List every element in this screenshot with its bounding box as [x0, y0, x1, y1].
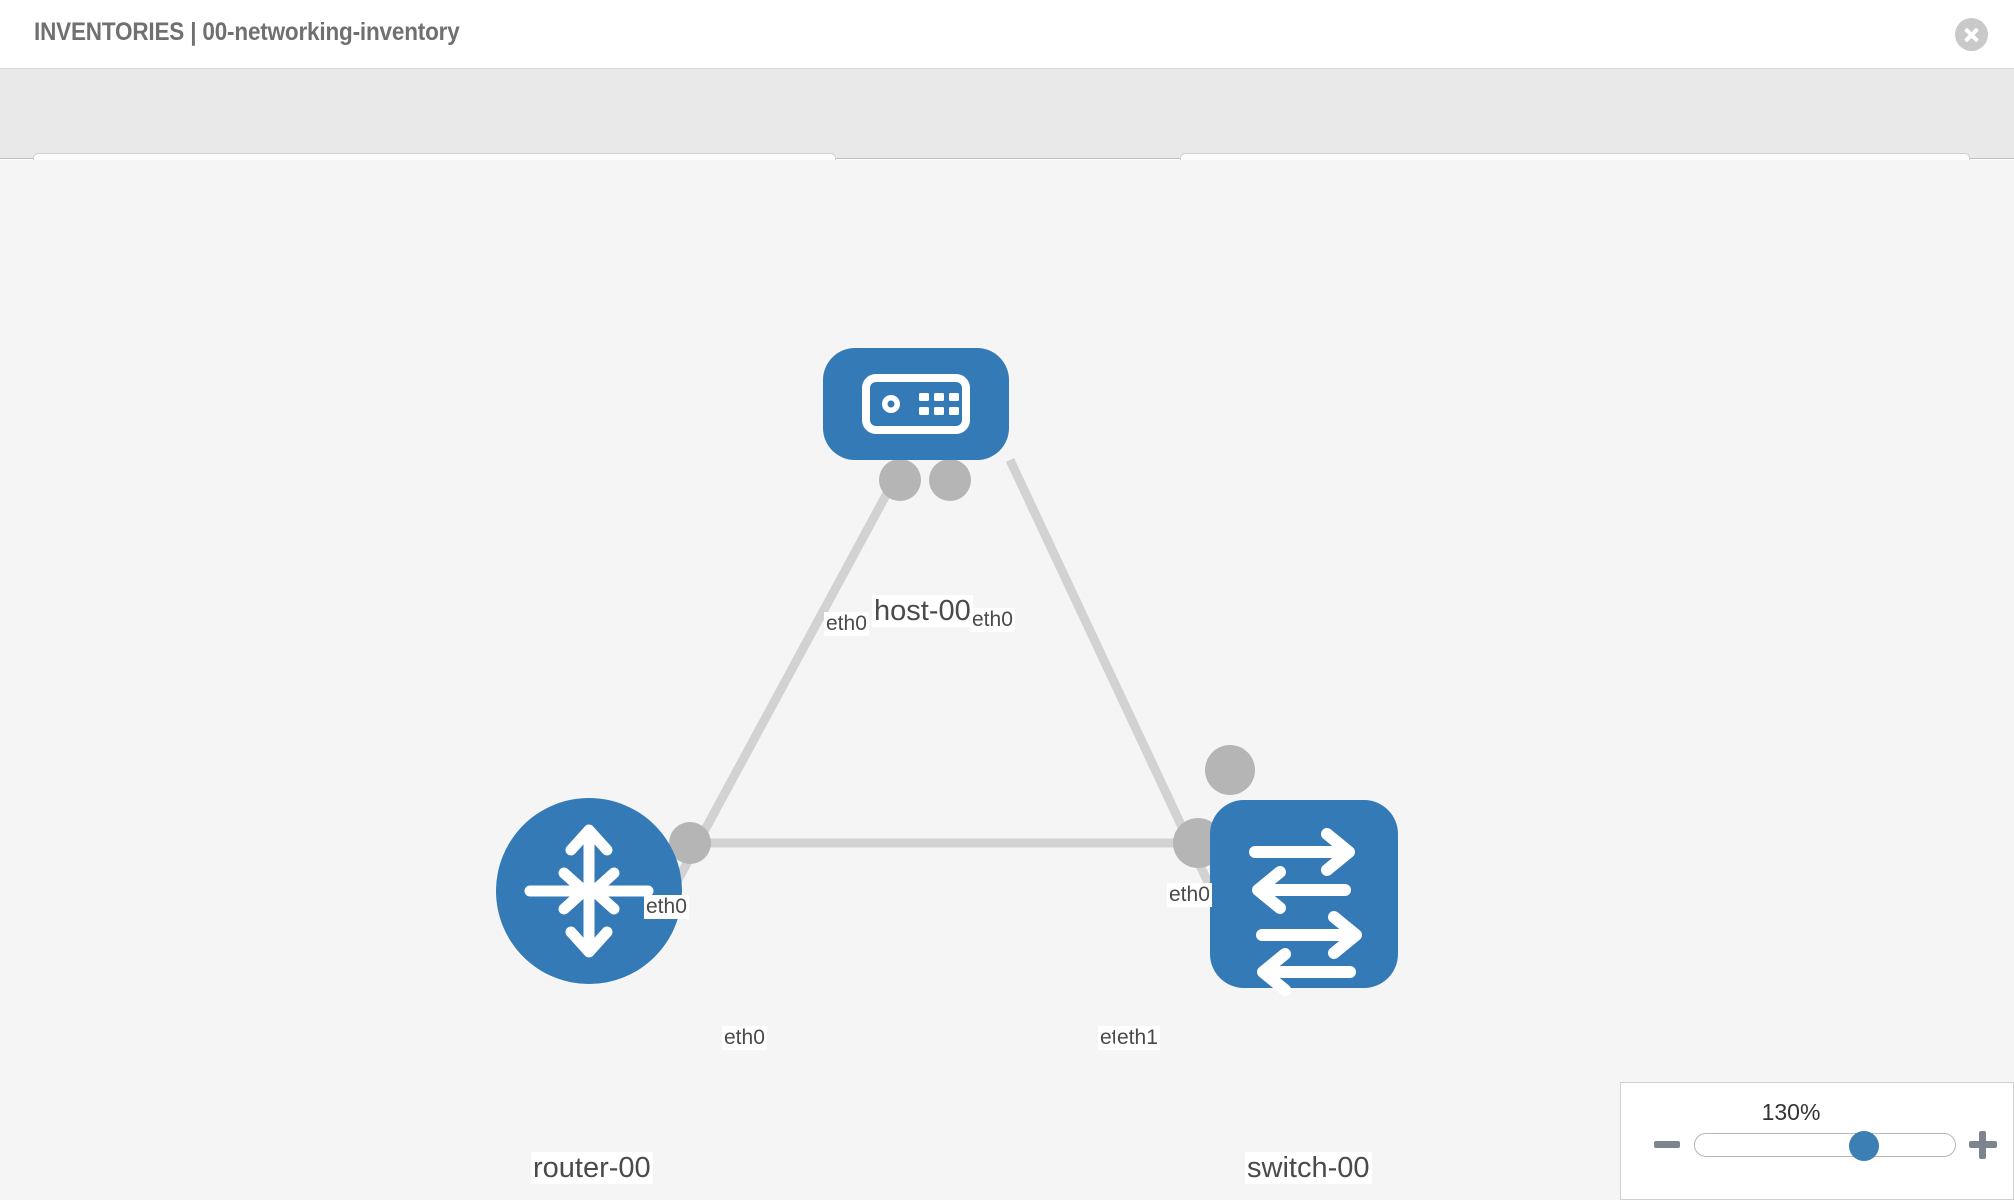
- page-title: INVENTORIES | 00-networking-inventory: [34, 18, 460, 46]
- interface-label: eth0: [644, 895, 689, 920]
- interface-label: eth1: [1115, 1026, 1160, 1051]
- topology-toolbar: ACTIONS SEARCH: [0, 69, 2014, 209]
- zoom-level-value: 130%: [1761, 1099, 1821, 1125]
- zoom-control-panel: 130%: [1620, 1082, 2014, 1200]
- server-icon: [862, 374, 970, 434]
- zoom-slider-thumb[interactable]: [1849, 1131, 1879, 1161]
- link-host-switch: [1005, 458, 1240, 942]
- switch-arrows-icon: [1249, 828, 1362, 996]
- interface-label: eth0: [824, 612, 869, 637]
- zoom-slider-track[interactable]: [1694, 1133, 1956, 1157]
- node-name-label-router: router-00: [531, 1152, 653, 1185]
- close-icon[interactable]: [1955, 18, 1988, 51]
- node-host-00: [823, 348, 1009, 460]
- node-router-00: [496, 798, 682, 984]
- port-switch-upper: [1205, 745, 1255, 795]
- zoom-in-button[interactable]: [1969, 1131, 1997, 1159]
- interface-label: eth0: [722, 1026, 767, 1051]
- port-router-right: [669, 822, 711, 864]
- topology-canvas[interactable]: eth0 eth0 host-00 eth0 eth0 eth0 eth eth…: [0, 160, 2014, 1200]
- port-host-left: [879, 459, 921, 501]
- page-header: INVENTORIES | 00-networking-inventory: [0, 0, 2014, 69]
- topology-ports: [669, 459, 1255, 868]
- node-switch-00: [1210, 800, 1398, 996]
- router-arrows-icon: [524, 824, 654, 958]
- zoom-out-button[interactable]: [1654, 1141, 1680, 1148]
- node-name-label-switch: switch-00: [1245, 1152, 1372, 1185]
- interface-label: eth0: [1167, 883, 1212, 908]
- link-host-router: [636, 457, 909, 953]
- topology-links: [636, 457, 1240, 953]
- node-name-label-host: host-00: [872, 595, 973, 628]
- interface-label: eth0: [970, 608, 1015, 633]
- port-host-right: [929, 459, 971, 501]
- plus-icon-vertical: [1979, 1131, 1986, 1159]
- topology-graph: [496, 348, 1398, 996]
